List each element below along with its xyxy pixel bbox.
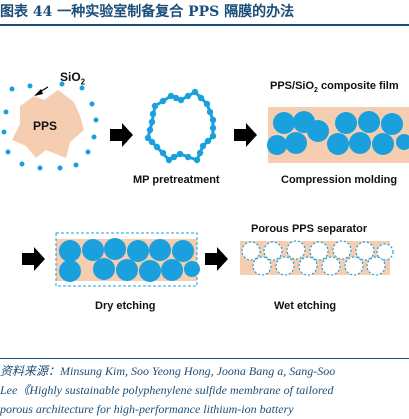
bottom-rule — [0, 358, 409, 359]
pps-label: PPS — [33, 119, 58, 133]
porous-separator — [240, 240, 394, 276]
source-citation: 资料来源：Minsung Kim, Soo Yeong Hong, Joona … — [0, 362, 409, 419]
source-line-1: 资料来源：Minsung Kim, Soo Yeong Hong, Joona … — [0, 364, 336, 378]
composite-film — [267, 107, 409, 163]
mp-pretreated-particle — [144, 88, 217, 164]
arrow-3-icon — [22, 247, 45, 271]
figure-title: 图表 44 一种实验室制备复合 PPS 隔膜的办法 — [0, 4, 295, 20]
arrow-2-icon — [234, 123, 257, 147]
dry-etched-film — [55, 232, 200, 287]
stage-compression-molding-label: Compression molding — [281, 174, 398, 186]
sio2-label: SiO2 — [60, 70, 86, 87]
source-line-2: Lee《Highly sustainable polyphenylene sul… — [0, 383, 334, 397]
source-line-3: porous architecture for high-performance… — [0, 402, 294, 416]
sio2-pointer-arrowhead — [34, 89, 43, 96]
sio2-particles — [1, 81, 99, 171]
pps-sio2-mixture — [1, 81, 99, 171]
arrow-1-icon — [110, 123, 133, 147]
stage-dry-etching-label: Dry etching — [95, 300, 156, 312]
stage-wet-etching-label: Wet etching — [274, 300, 337, 312]
porous-separator-title: Porous PPS separator — [251, 223, 368, 235]
title-rule — [0, 24, 409, 26]
stage-mp-pretreatment-label: MP pretreatment — [133, 174, 220, 186]
arrow-4-icon — [205, 247, 228, 271]
composite-film-title: PPS/SiO2 composite film — [270, 80, 399, 95]
pps-particle — [12, 90, 84, 158]
